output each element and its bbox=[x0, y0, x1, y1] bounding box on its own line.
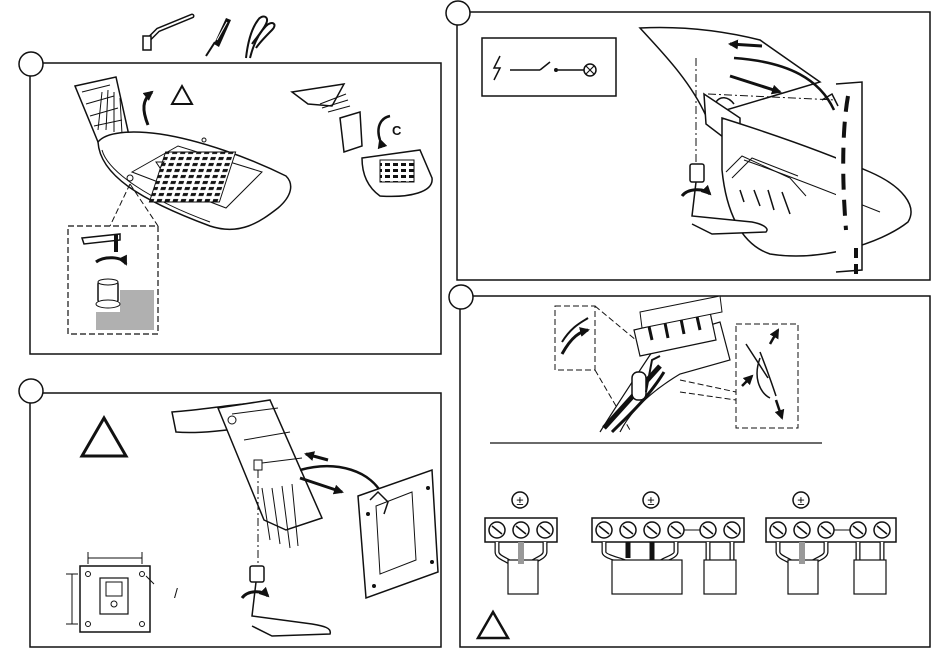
mounting-pole bbox=[836, 82, 862, 276]
wiring-illustration bbox=[555, 296, 798, 432]
bracket-dimension-drawing bbox=[66, 552, 154, 632]
warning-triangle-large-icon bbox=[82, 418, 126, 456]
ground-symbol: ± bbox=[647, 493, 654, 508]
terminal-block-3-pole: ± bbox=[485, 492, 557, 594]
dimension-mark: / bbox=[174, 585, 178, 601]
panel-wall-bracket: / bbox=[19, 379, 441, 647]
power-off-symbol bbox=[482, 38, 616, 96]
step-badge-1 bbox=[19, 52, 43, 76]
tools-row bbox=[143, 16, 274, 58]
panel-open-housing: C bbox=[19, 52, 441, 354]
wall-bracket bbox=[358, 470, 438, 598]
luminaire-arm bbox=[172, 400, 322, 548]
warning-triangle-small-icon bbox=[478, 612, 508, 638]
screwdriver-icon bbox=[206, 18, 231, 56]
allen-key-turning bbox=[242, 566, 330, 636]
open-luminaire-small bbox=[292, 84, 432, 196]
warning-triangle-icon bbox=[172, 86, 192, 104]
allen-key-icon bbox=[143, 16, 192, 50]
allen-screw-inset bbox=[68, 184, 158, 334]
panel-wiring: ± ± bbox=[449, 285, 930, 647]
step-badge-2 bbox=[19, 379, 43, 403]
wire-stripper-icon bbox=[246, 17, 274, 58]
terminal-block-6-pole: ± bbox=[592, 492, 744, 594]
rotation-label: C bbox=[392, 123, 402, 138]
luminaire-mounted bbox=[640, 28, 911, 256]
terminal-block-5-pole: ± bbox=[766, 492, 896, 594]
ground-symbol: ± bbox=[516, 493, 523, 508]
step-badge-3 bbox=[446, 1, 470, 25]
step-badge-4 bbox=[449, 285, 473, 309]
panel-supply-off bbox=[446, 1, 930, 280]
ground-symbol: ± bbox=[797, 493, 804, 508]
